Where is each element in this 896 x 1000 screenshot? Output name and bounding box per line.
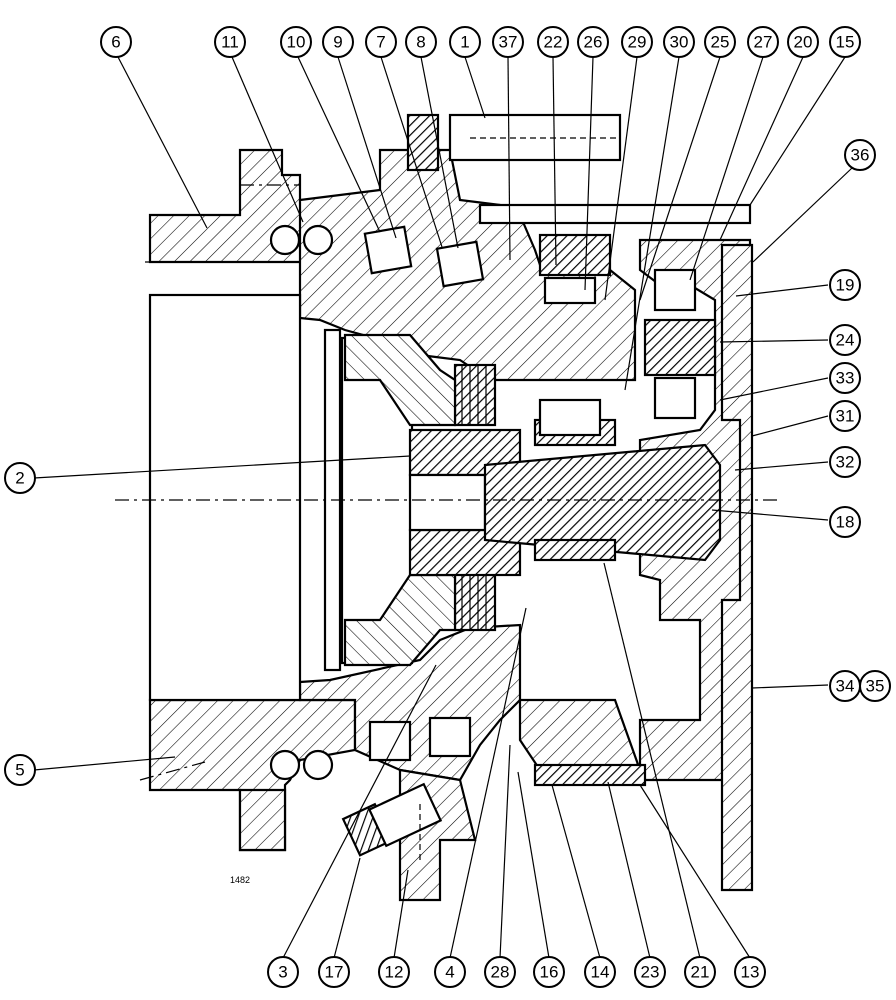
- svg-text:20: 20: [794, 33, 813, 52]
- svg-text:9: 9: [333, 33, 342, 52]
- balloon-14: 14: [584, 956, 616, 988]
- svg-text:15: 15: [836, 33, 855, 52]
- balloon-24: 24: [829, 324, 861, 356]
- brake-disc-pack: [453, 363, 497, 632]
- svg-text:1: 1: [460, 33, 469, 52]
- balloon-13: 13: [734, 956, 766, 988]
- balloon-15: 15: [829, 26, 861, 58]
- balloon-23: 23: [634, 956, 666, 988]
- svg-text:27: 27: [754, 33, 773, 52]
- svg-text:36: 36: [851, 146, 870, 165]
- balloon-9: 9: [322, 26, 354, 58]
- balloon-29: 29: [621, 26, 653, 58]
- svg-text:22: 22: [544, 33, 563, 52]
- svg-text:8: 8: [416, 33, 425, 52]
- svg-text:17: 17: [325, 963, 344, 982]
- svg-text:32: 32: [836, 453, 855, 472]
- end-cover: [720, 243, 754, 892]
- balloon-28: 28: [484, 956, 516, 988]
- svg-text:11: 11: [221, 33, 239, 52]
- balloon-22: 22: [537, 26, 569, 58]
- part-balloons: 6 11 10 9 7 8 1 37 22 26 29 30 25 27 20 …: [4, 26, 891, 988]
- balloon-26: 26: [577, 26, 609, 58]
- balloon-37: 37: [492, 26, 524, 58]
- svg-text:31: 31: [836, 407, 855, 426]
- svg-text:25: 25: [711, 33, 730, 52]
- svg-text:16: 16: [540, 963, 559, 982]
- svg-text:4: 4: [445, 963, 454, 982]
- svg-text:5: 5: [15, 761, 24, 780]
- balloon-4: 4: [434, 956, 466, 988]
- bearings: [269, 224, 602, 781]
- balloon-17: 17: [318, 956, 350, 988]
- balloon-33: 33: [829, 362, 861, 394]
- svg-text:29: 29: [628, 33, 647, 52]
- balloon-6: 6: [100, 26, 132, 58]
- balloon-27: 27: [747, 26, 779, 58]
- balloon-20: 20: [787, 26, 819, 58]
- leader-lines: [33, 56, 853, 959]
- balloon-12: 12: [378, 956, 410, 988]
- svg-text:2: 2: [15, 469, 24, 488]
- balloon-1: 1: [449, 26, 481, 58]
- svg-text:37: 37: [499, 33, 518, 52]
- balloon-16: 16: [533, 956, 565, 988]
- balloon-3: 3: [267, 956, 299, 988]
- drawing-number: 1482: [230, 875, 250, 885]
- coupling: [408, 428, 522, 577]
- balloon-31: 31: [829, 400, 861, 432]
- balloon-8: 8: [405, 26, 437, 58]
- balloon-7: 7: [365, 26, 397, 58]
- svg-text:24: 24: [836, 331, 855, 350]
- svg-text:19: 19: [836, 276, 855, 295]
- svg-text:10: 10: [287, 33, 306, 52]
- svg-text:35: 35: [866, 677, 885, 696]
- balloon-21: 21: [684, 956, 716, 988]
- balloon-11: 11: [214, 26, 246, 58]
- svg-text:28: 28: [491, 963, 510, 982]
- piston: [343, 333, 457, 667]
- svg-text:33: 33: [836, 369, 855, 388]
- balloon-2: 2: [4, 462, 36, 494]
- svg-text:21: 21: [691, 963, 710, 982]
- balloon-19: 19: [829, 269, 861, 301]
- svg-text:18: 18: [836, 513, 855, 532]
- svg-text:26: 26: [584, 33, 603, 52]
- svg-text:12: 12: [385, 963, 404, 982]
- svg-text:23: 23: [641, 963, 660, 982]
- balloon-5: 5: [4, 754, 36, 786]
- balloon-32: 32: [829, 446, 861, 478]
- balloon-18: 18: [829, 506, 861, 538]
- svg-text:30: 30: [670, 33, 689, 52]
- svg-text:13: 13: [741, 963, 760, 982]
- svg-text:14: 14: [591, 963, 610, 982]
- svg-text:3: 3: [278, 963, 287, 982]
- balloon-25: 25: [704, 26, 736, 58]
- planet-gear-upper: [538, 233, 717, 420]
- svg-text:7: 7: [376, 33, 385, 52]
- balloon-35: 35: [859, 670, 891, 702]
- balloon-10: 10: [280, 26, 312, 58]
- balloon-36: 36: [844, 139, 876, 171]
- balloon-30: 30: [663, 26, 695, 58]
- svg-text:34: 34: [836, 677, 855, 696]
- svg-text:6: 6: [111, 33, 120, 52]
- balloon-34: 34: [829, 670, 861, 702]
